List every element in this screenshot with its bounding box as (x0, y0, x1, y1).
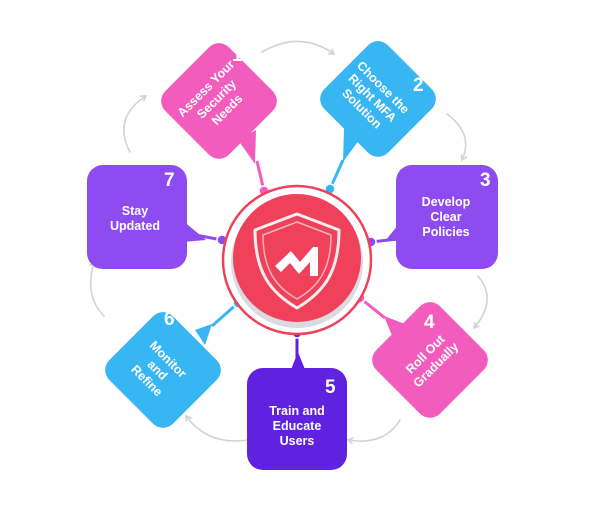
step-cards (87, 41, 498, 470)
step-card-3 (396, 165, 498, 269)
step-number-2: 2 (413, 75, 424, 96)
step-card-7 (87, 165, 187, 269)
step-number-7: 7 (164, 170, 175, 191)
cycle-arrows (89, 40, 488, 445)
connector-6 (211, 301, 239, 328)
step-number-5: 5 (325, 377, 336, 398)
center-hub (221, 184, 373, 336)
step-number-3: 3 (480, 170, 491, 191)
step-number-4: 4 (424, 312, 435, 333)
cycle-arrow-7-1 (122, 95, 148, 153)
cycle-arrow-2-3 (446, 113, 468, 162)
step-label-5: Train and Educate Users (269, 404, 325, 448)
step-label-7: Stay Updated (110, 204, 160, 233)
step-card-2 (320, 41, 436, 157)
step-number-1: 1 (232, 45, 243, 66)
cycle-arrow-3-4 (472, 275, 488, 330)
step-card-5 (247, 368, 347, 470)
cycle-arrow-5-6 (185, 414, 249, 442)
step-number-6: 6 (164, 309, 175, 330)
step-card-6 (105, 312, 221, 428)
step-card-1 (161, 43, 277, 159)
cycle-arrow-1-2 (261, 40, 336, 55)
step-label-3: Develop Clear Policies (421, 195, 471, 239)
shield-logo-icon (253, 212, 341, 310)
cycle-arrow-4-5 (346, 419, 401, 445)
cycle-arrow-6-7 (89, 260, 105, 317)
